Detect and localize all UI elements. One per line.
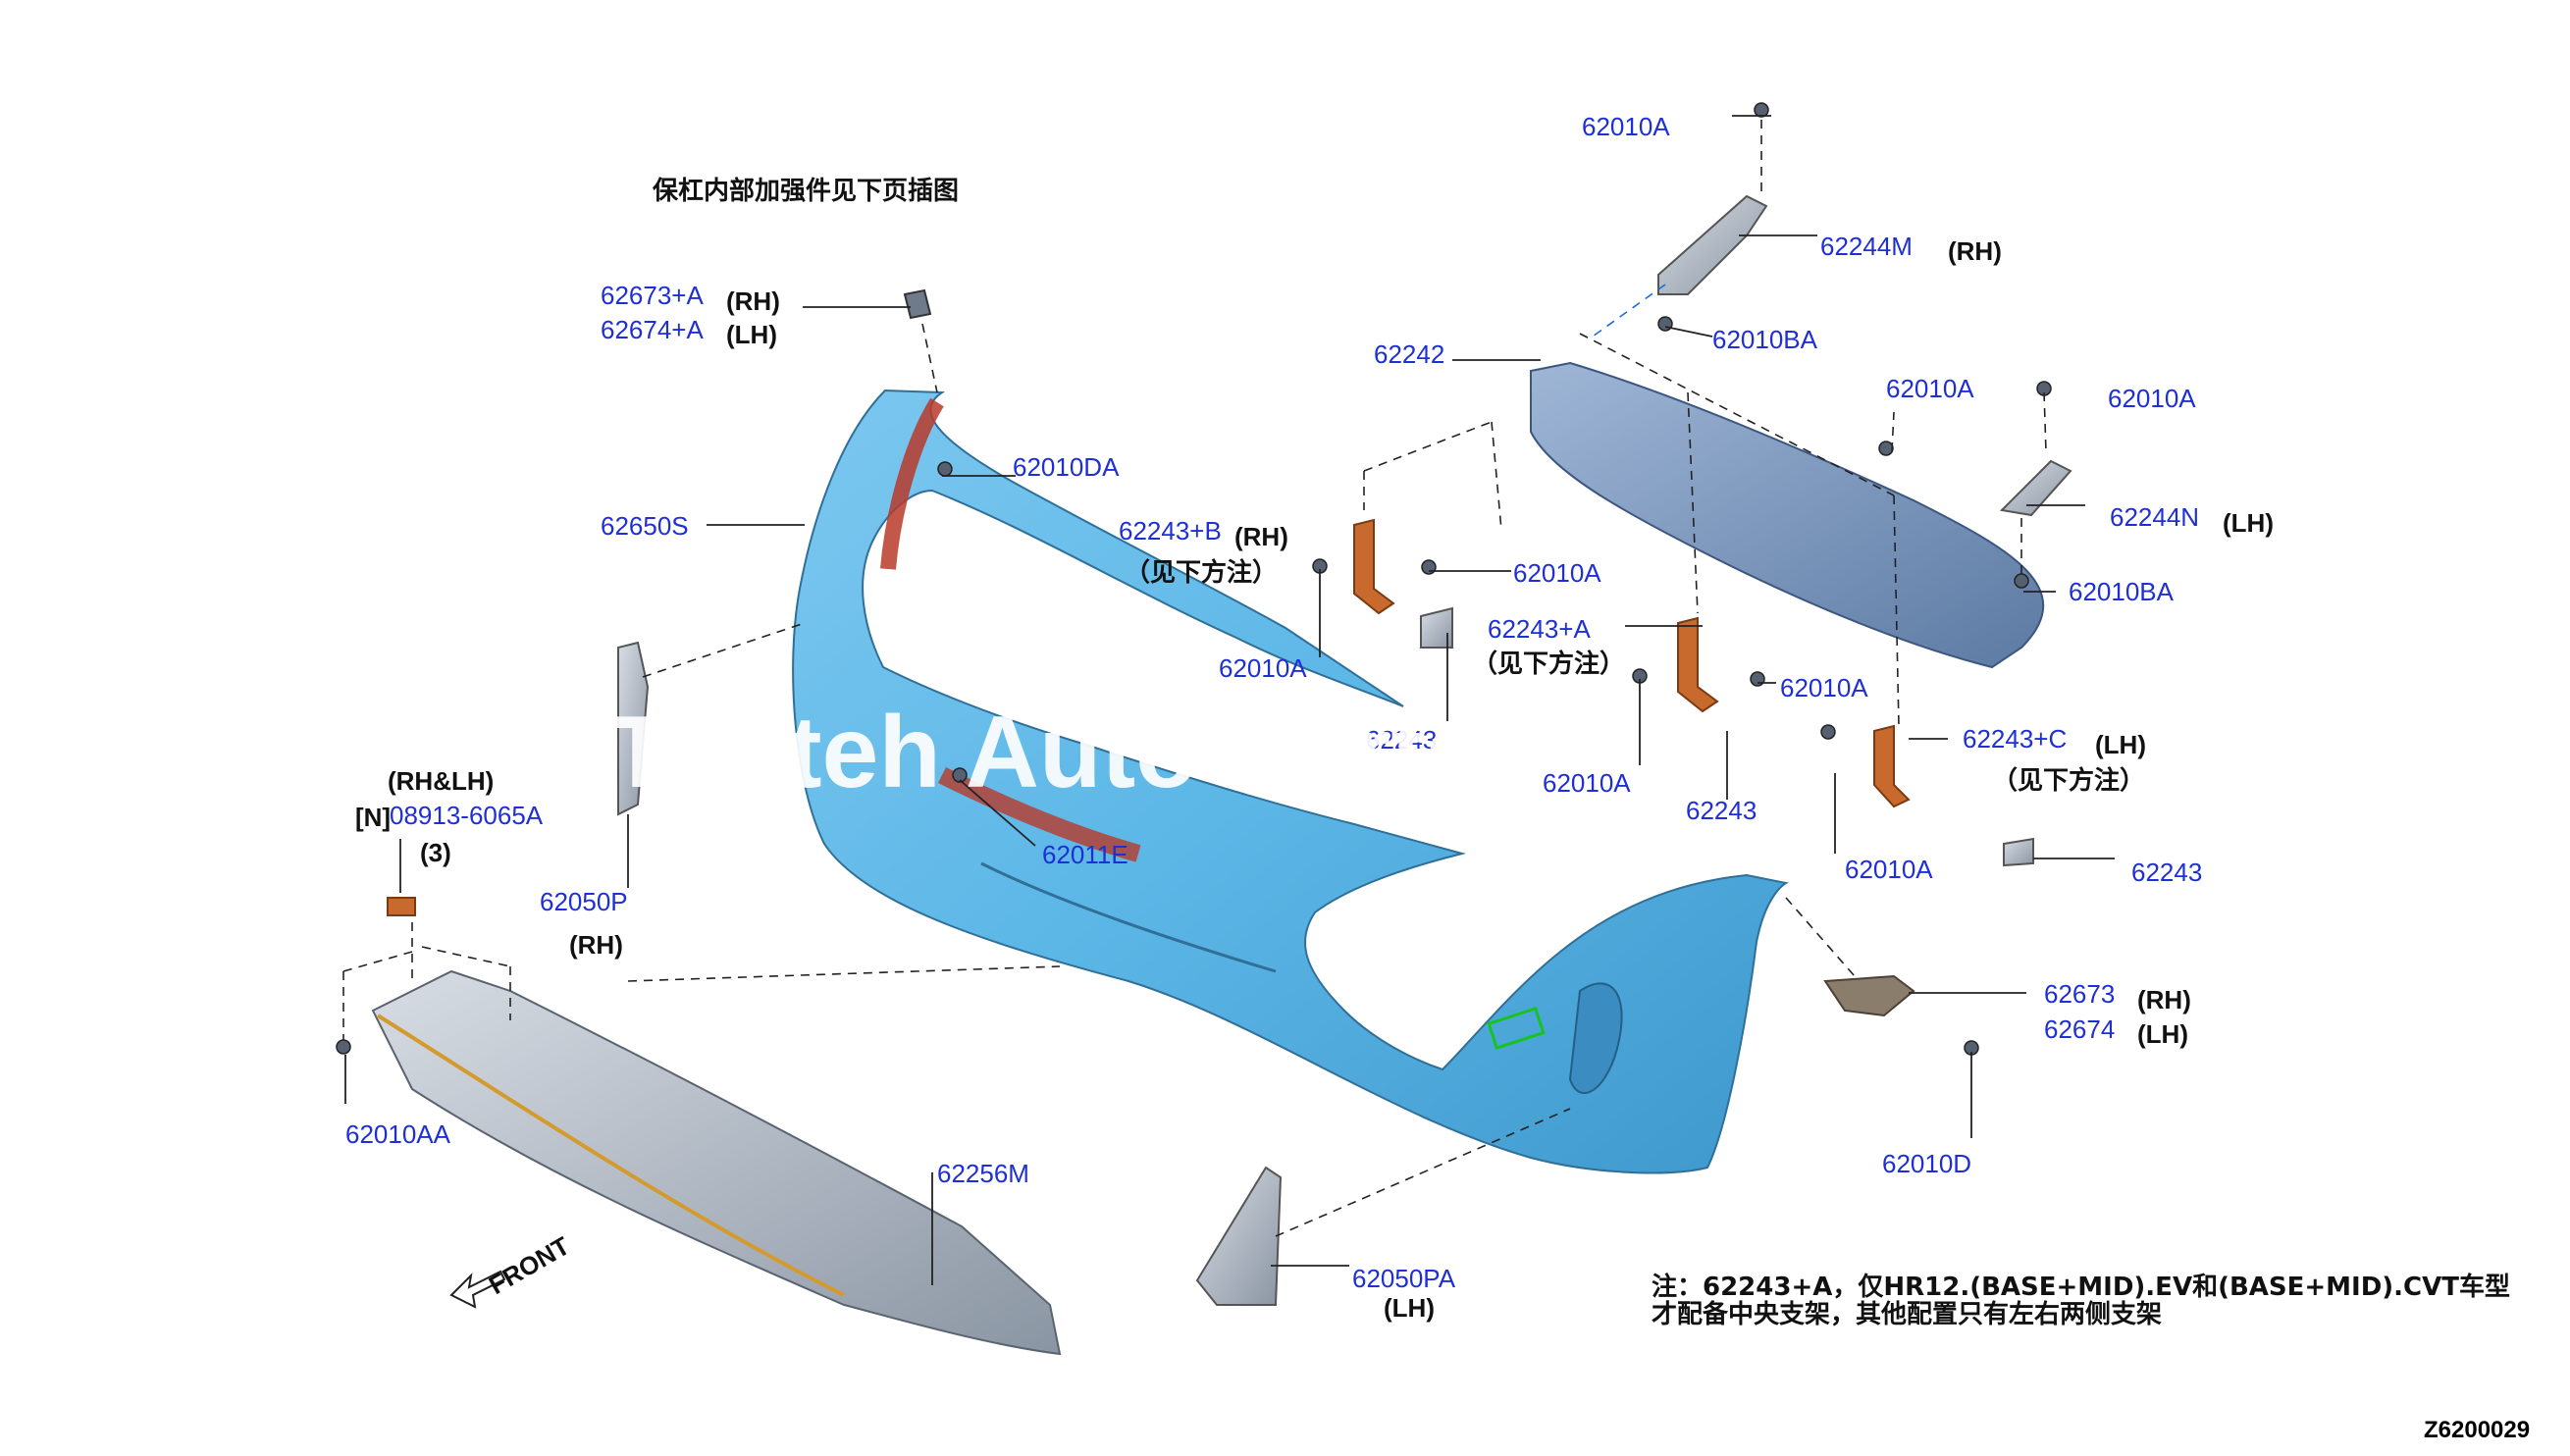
label-62010a: 62010A (1543, 768, 1631, 798)
side-qty: (3) (420, 838, 451, 867)
label-62244n: 62244N (2110, 502, 2199, 532)
side-lh: (LH) (2223, 508, 2274, 538)
front-arrow (449, 1270, 506, 1309)
label-62010a: 62010A (2108, 384, 2196, 413)
label-62010a: 62010A (1513, 558, 1601, 588)
side-bracket-62673a (903, 288, 932, 320)
stay-62244n (1999, 459, 2072, 517)
side-rh: (RH) (726, 286, 780, 316)
stay-62244m (1657, 194, 1768, 295)
bracket-62243b (1353, 518, 1395, 615)
leader-lines (344, 115, 2115, 1285)
label-62010a: 62010A (1845, 855, 1933, 884)
label-62010a: 62010A (1219, 653, 1307, 683)
bumper-cover-62650s (792, 389, 1790, 1174)
label-62010aa: 62010AA (345, 1119, 451, 1149)
label-62242: 62242 (1374, 339, 1444, 369)
label-62243: 62243 (2131, 858, 2202, 887)
front-label: FRONT (484, 1230, 575, 1300)
label-62243a: 62243+A (1488, 614, 1591, 644)
bracket-62243c (1873, 724, 1911, 808)
label-62010ba: 62010BA (1712, 325, 1818, 354)
label-62674a: 62674+A (601, 315, 704, 344)
header-note: 保杠内部加强件见下页插图 (652, 177, 959, 206)
label-62650s: 62650S (601, 511, 689, 541)
label-62673a: 62673+A (601, 281, 704, 310)
undercover-62256m (371, 969, 1062, 1356)
bottom-note-line1: 注：62243+A，仅HR12.(BASE+MID).EV和(BASE+MID)… (1652, 1272, 2510, 1302)
see-note: （见下方注） (1992, 765, 2145, 796)
label-62010da: 62010DA (1013, 452, 1120, 482)
side-rh: (RH) (1948, 236, 2002, 266)
label-62244m: 62244M (1820, 232, 1913, 261)
label-62010ba: 62010BA (2069, 577, 2175, 606)
side-rhlh: (RH&LH) (388, 766, 494, 796)
grille-62050p (617, 641, 650, 816)
label-62243: 62243 (1366, 725, 1437, 754)
side-lh: (LH) (2137, 1019, 2188, 1049)
side-n: [N] (355, 803, 391, 832)
label-62010a: 62010A (1886, 374, 1974, 403)
side-lh: (LH) (1384, 1293, 1435, 1323)
label-62050p: 62050P (540, 887, 628, 916)
see-note: （见下方注） (1125, 557, 1278, 588)
reinforcement-62242 (1530, 361, 2045, 669)
label-62010d: 62010D (1882, 1149, 1971, 1178)
side-lh: (LH) (2095, 730, 2146, 759)
label-08913: 08913-6065A (390, 801, 544, 830)
side-bracket-62673 (1823, 974, 1915, 1017)
label-62674: 62674 (2044, 1014, 2115, 1044)
see-note: （见下方注） (1472, 649, 1625, 679)
label-62010a: 62010A (1780, 673, 1868, 702)
diagram-ref: Z6200029 (2424, 1417, 2530, 1443)
side-rh: (RH) (1234, 522, 1288, 551)
label-62256m: 62256M (937, 1159, 1029, 1188)
bracket-62243a (1677, 616, 1719, 713)
label-62673: 62673 (2044, 979, 2115, 1009)
label-62243c: 62243+C (1963, 724, 2067, 754)
clip-08913 (387, 897, 416, 916)
side-rh: (RH) (569, 930, 623, 960)
dashed-lines (342, 120, 2047, 1237)
watermark: Tonteh Auto Parts (608, 696, 1482, 809)
label-62011e: 62011E (1042, 840, 1128, 869)
label-62010a-top: 62010A (1582, 112, 1670, 141)
side-lh: (LH) (726, 320, 777, 349)
bottom-note-line2: 才配备中央支架，其他配置只有左右两侧支架 (1652, 1300, 2162, 1329)
grille-62050pa (1195, 1166, 1283, 1306)
label-62243b: 62243+B (1119, 516, 1222, 546)
label-62050pa: 62050PA (1352, 1264, 1456, 1293)
label-62243: 62243 (1686, 796, 1757, 825)
side-rh: (RH) (2137, 985, 2191, 1014)
bracket-62243-small (1420, 606, 2034, 867)
